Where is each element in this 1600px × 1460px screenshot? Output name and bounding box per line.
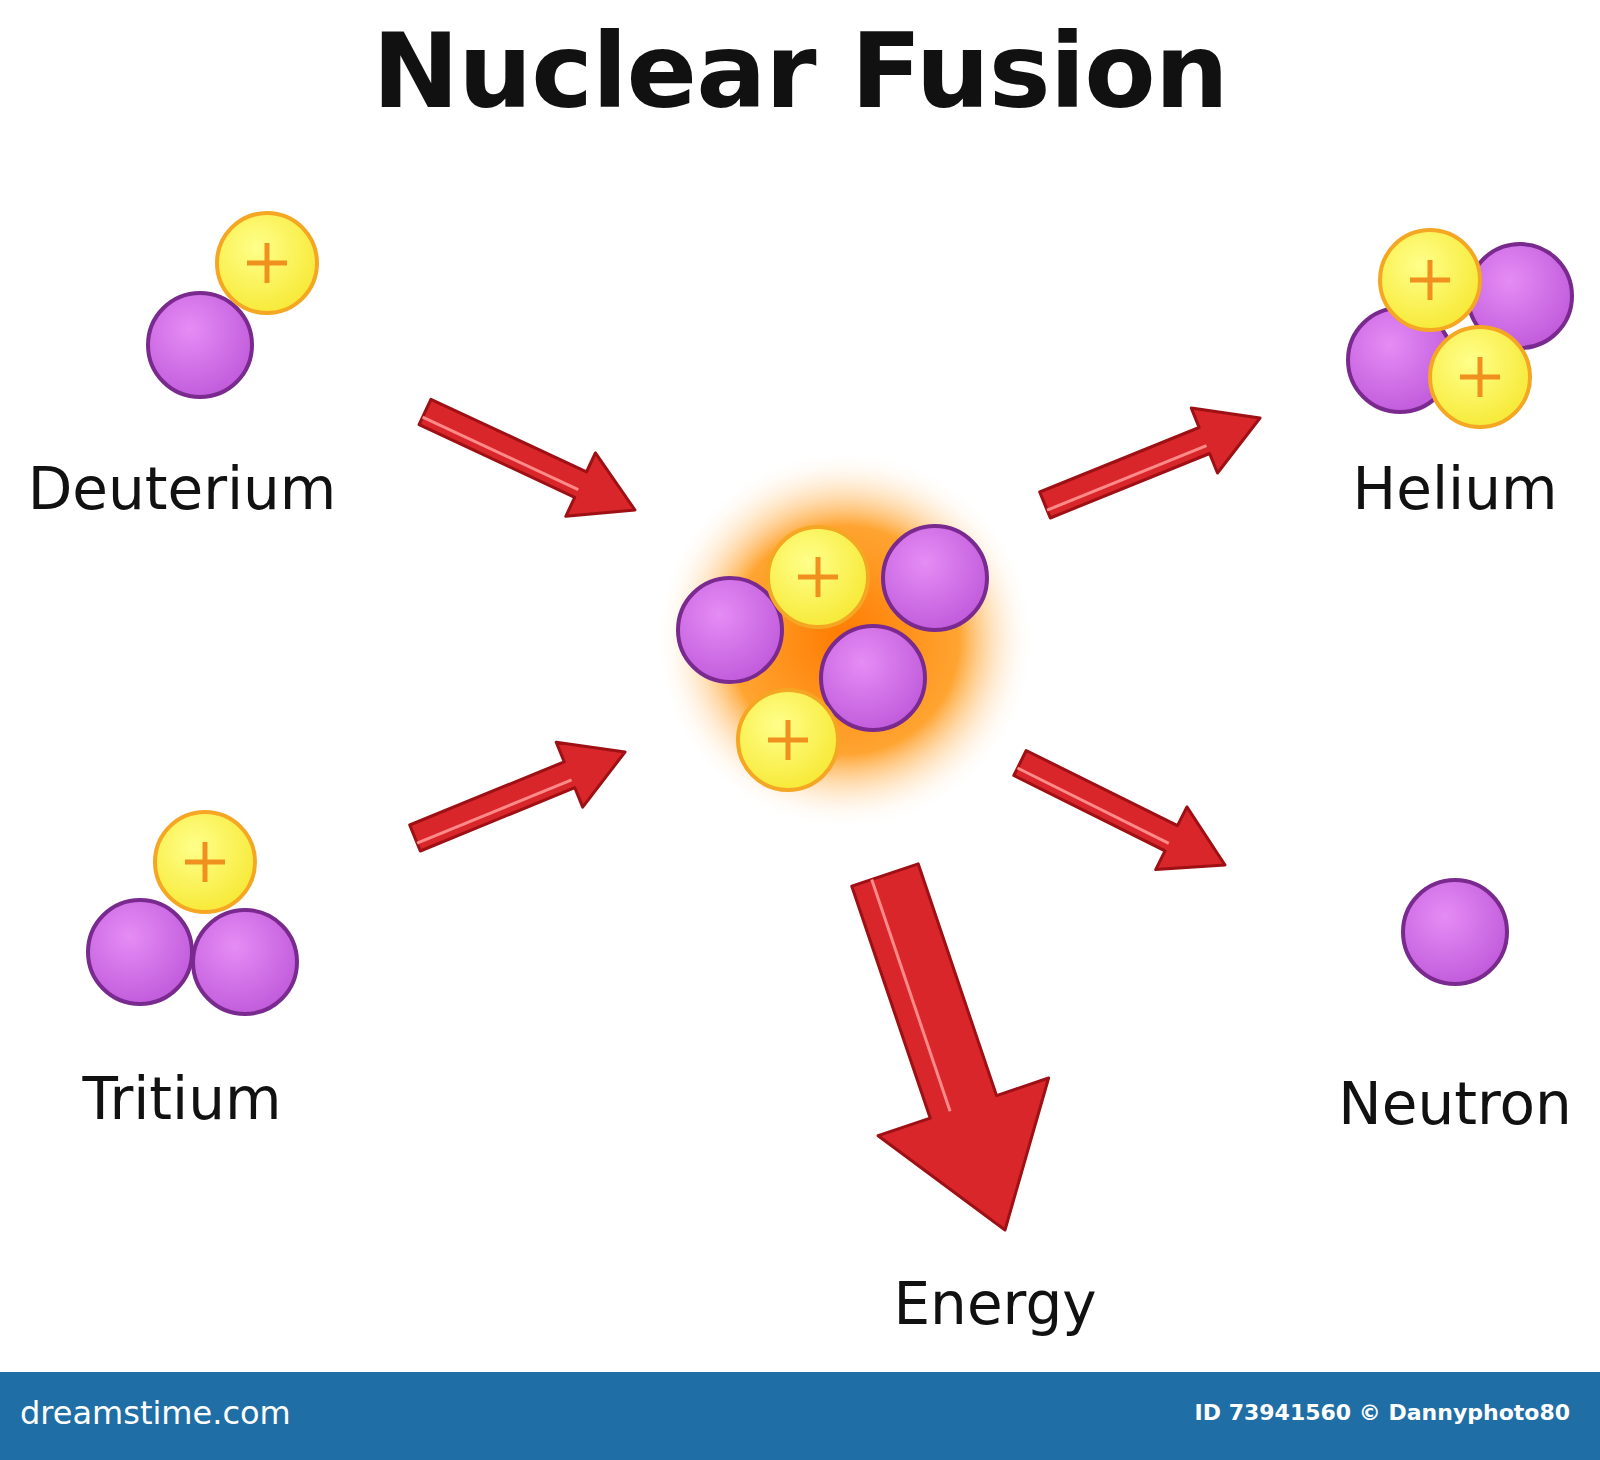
neutron-particle	[821, 626, 925, 730]
reaction-arrow	[410, 742, 625, 851]
proton	[738, 690, 838, 790]
neutron-particle	[678, 578, 782, 682]
neutron-particle	[88, 900, 192, 1004]
neutron-particle	[883, 526, 987, 630]
reaction-arrow	[1040, 408, 1260, 518]
proton	[1430, 327, 1530, 427]
particle-label: Deuterium	[28, 455, 337, 523]
diagram-title: Nuclear Fusion	[372, 10, 1228, 132]
energy-glow	[655, 450, 1035, 830]
neutron-particle	[148, 293, 252, 397]
particle-label: Energy	[893, 1270, 1096, 1338]
reaction-arrow	[852, 864, 1049, 1230]
particle-label: Neutron	[1338, 1070, 1571, 1138]
neutron-particle	[1403, 880, 1507, 984]
proton	[155, 812, 255, 912]
particles	[88, 213, 1572, 1014]
proton	[768, 527, 868, 627]
watermark: dreamstime.com	[20, 1394, 291, 1432]
reaction-arrow	[1014, 751, 1225, 870]
particle-label: Tritium	[83, 1065, 282, 1133]
particle-label: Helium	[1353, 455, 1558, 523]
proton	[1380, 230, 1480, 330]
reaction-arrow	[419, 399, 635, 516]
reaction-arrows	[410, 399, 1260, 1230]
watermark: ID 73941560 © Dannyphoto80	[1195, 1400, 1570, 1425]
proton	[217, 213, 317, 313]
neutron-particle	[193, 910, 297, 1014]
